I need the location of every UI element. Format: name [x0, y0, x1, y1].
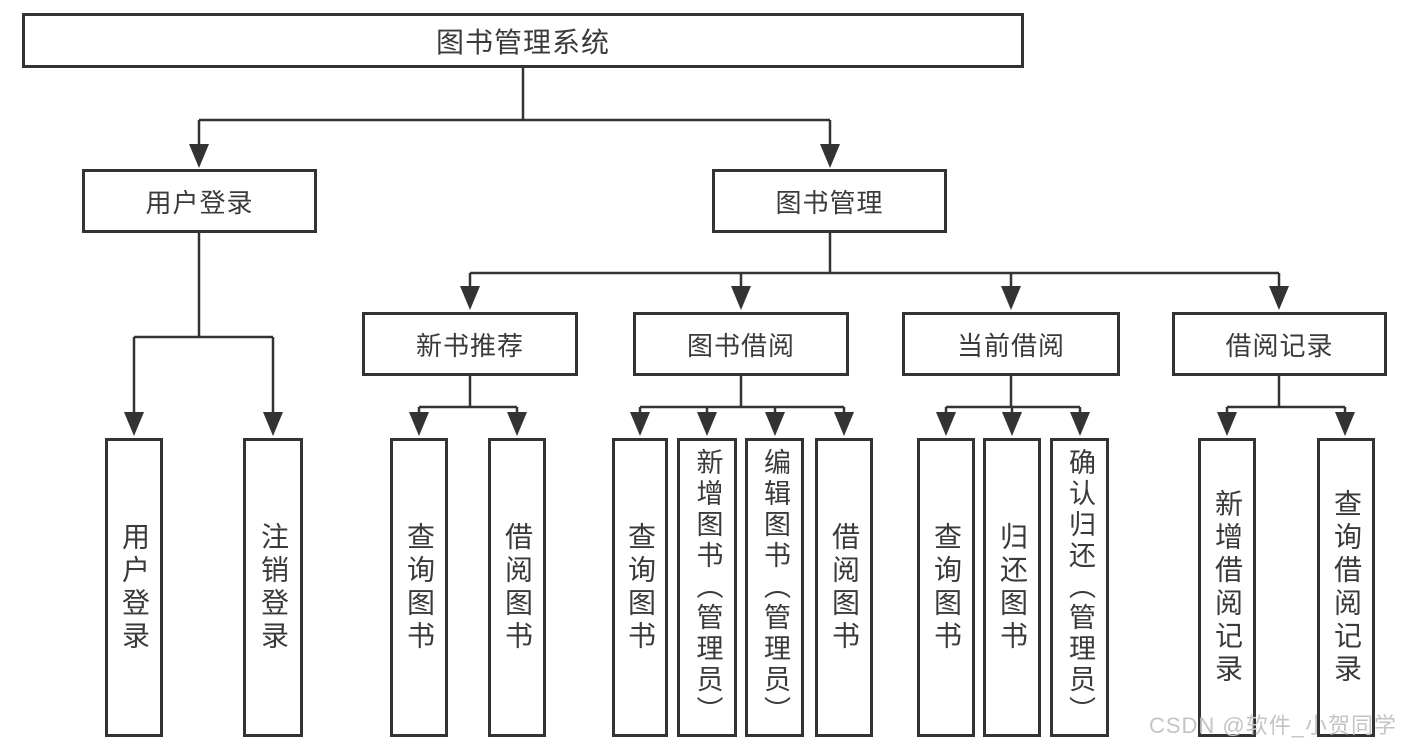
node-user-login-label: 用户登录 [145, 187, 254, 218]
leaf-edit-books-admin: 编辑图书（管理员） [745, 438, 804, 737]
leaf-add-borrow-record-label: 新增借阅记录 [1212, 488, 1243, 687]
leaf-query-borrow-record-label: 查询借阅记录 [1331, 488, 1362, 687]
leaf-edit-books-admin-label: 编辑图书（管理员） [760, 448, 790, 727]
node-root: 图书管理系统 [22, 13, 1024, 68]
node-user-login: 用户登录 [82, 169, 317, 233]
leaf-add-borrow-record: 新增借阅记录 [1198, 438, 1256, 737]
leaf-user-login-label: 用户登录 [119, 521, 150, 654]
node-borrow-record-label: 借阅记录 [1225, 330, 1334, 361]
leaf-query-books-current: 查询图书 [917, 438, 975, 737]
csdn-watermark: CSDN @软件_小贺同学 [1148, 713, 1397, 738]
node-new-book-recommend: 新书推荐 [362, 312, 578, 376]
leaf-borrow-books-recommend: 借阅图书 [488, 438, 546, 737]
leaf-query-books-recommend: 查询图书 [390, 438, 448, 737]
node-book-borrow: 图书借阅 [633, 312, 849, 376]
node-book-borrow-label: 图书借阅 [686, 330, 795, 361]
leaf-logout: 注销登录 [243, 438, 303, 737]
node-root-label: 图书管理系统 [435, 26, 610, 58]
leaf-borrow-books: 借阅图书 [815, 438, 873, 737]
leaf-add-books-admin-label: 新增图书（管理员） [692, 448, 723, 727]
leaf-borrow-books-recommend-label: 借阅图书 [502, 521, 533, 654]
arrowheads [124, 144, 1355, 436]
leaf-query-books-recommend-label: 查询图书 [404, 521, 435, 654]
leaf-query-books-borrow-label: 查询图书 [625, 521, 656, 654]
leaf-confirm-return-admin-label: 确认归还（管理员） [1065, 448, 1095, 727]
leaf-query-borrow-record: 查询借阅记录 [1317, 438, 1375, 737]
leaf-query-books-current-label: 查询图书 [931, 521, 962, 654]
node-borrow-record: 借阅记录 [1172, 312, 1387, 376]
leaf-user-login: 用户登录 [105, 438, 163, 737]
leaf-query-books-borrow: 查询图书 [612, 438, 668, 737]
node-current-borrow-label: 当前借阅 [956, 330, 1065, 361]
node-book-management-label: 图书管理 [775, 187, 884, 218]
leaf-return-books: 归还图书 [983, 438, 1041, 737]
leaf-borrow-books-label: 借阅图书 [829, 521, 860, 654]
node-current-borrow: 当前借阅 [902, 312, 1120, 376]
leaf-confirm-return-admin: 确认归还（管理员） [1050, 438, 1109, 737]
leaf-add-books-admin: 新增图书（管理员） [677, 438, 737, 737]
leaf-logout-label: 注销登录 [258, 521, 289, 654]
node-new-book-recommend-label: 新书推荐 [415, 330, 524, 361]
node-book-management: 图书管理 [712, 169, 947, 233]
leaf-return-books-label: 归还图书 [997, 521, 1028, 654]
